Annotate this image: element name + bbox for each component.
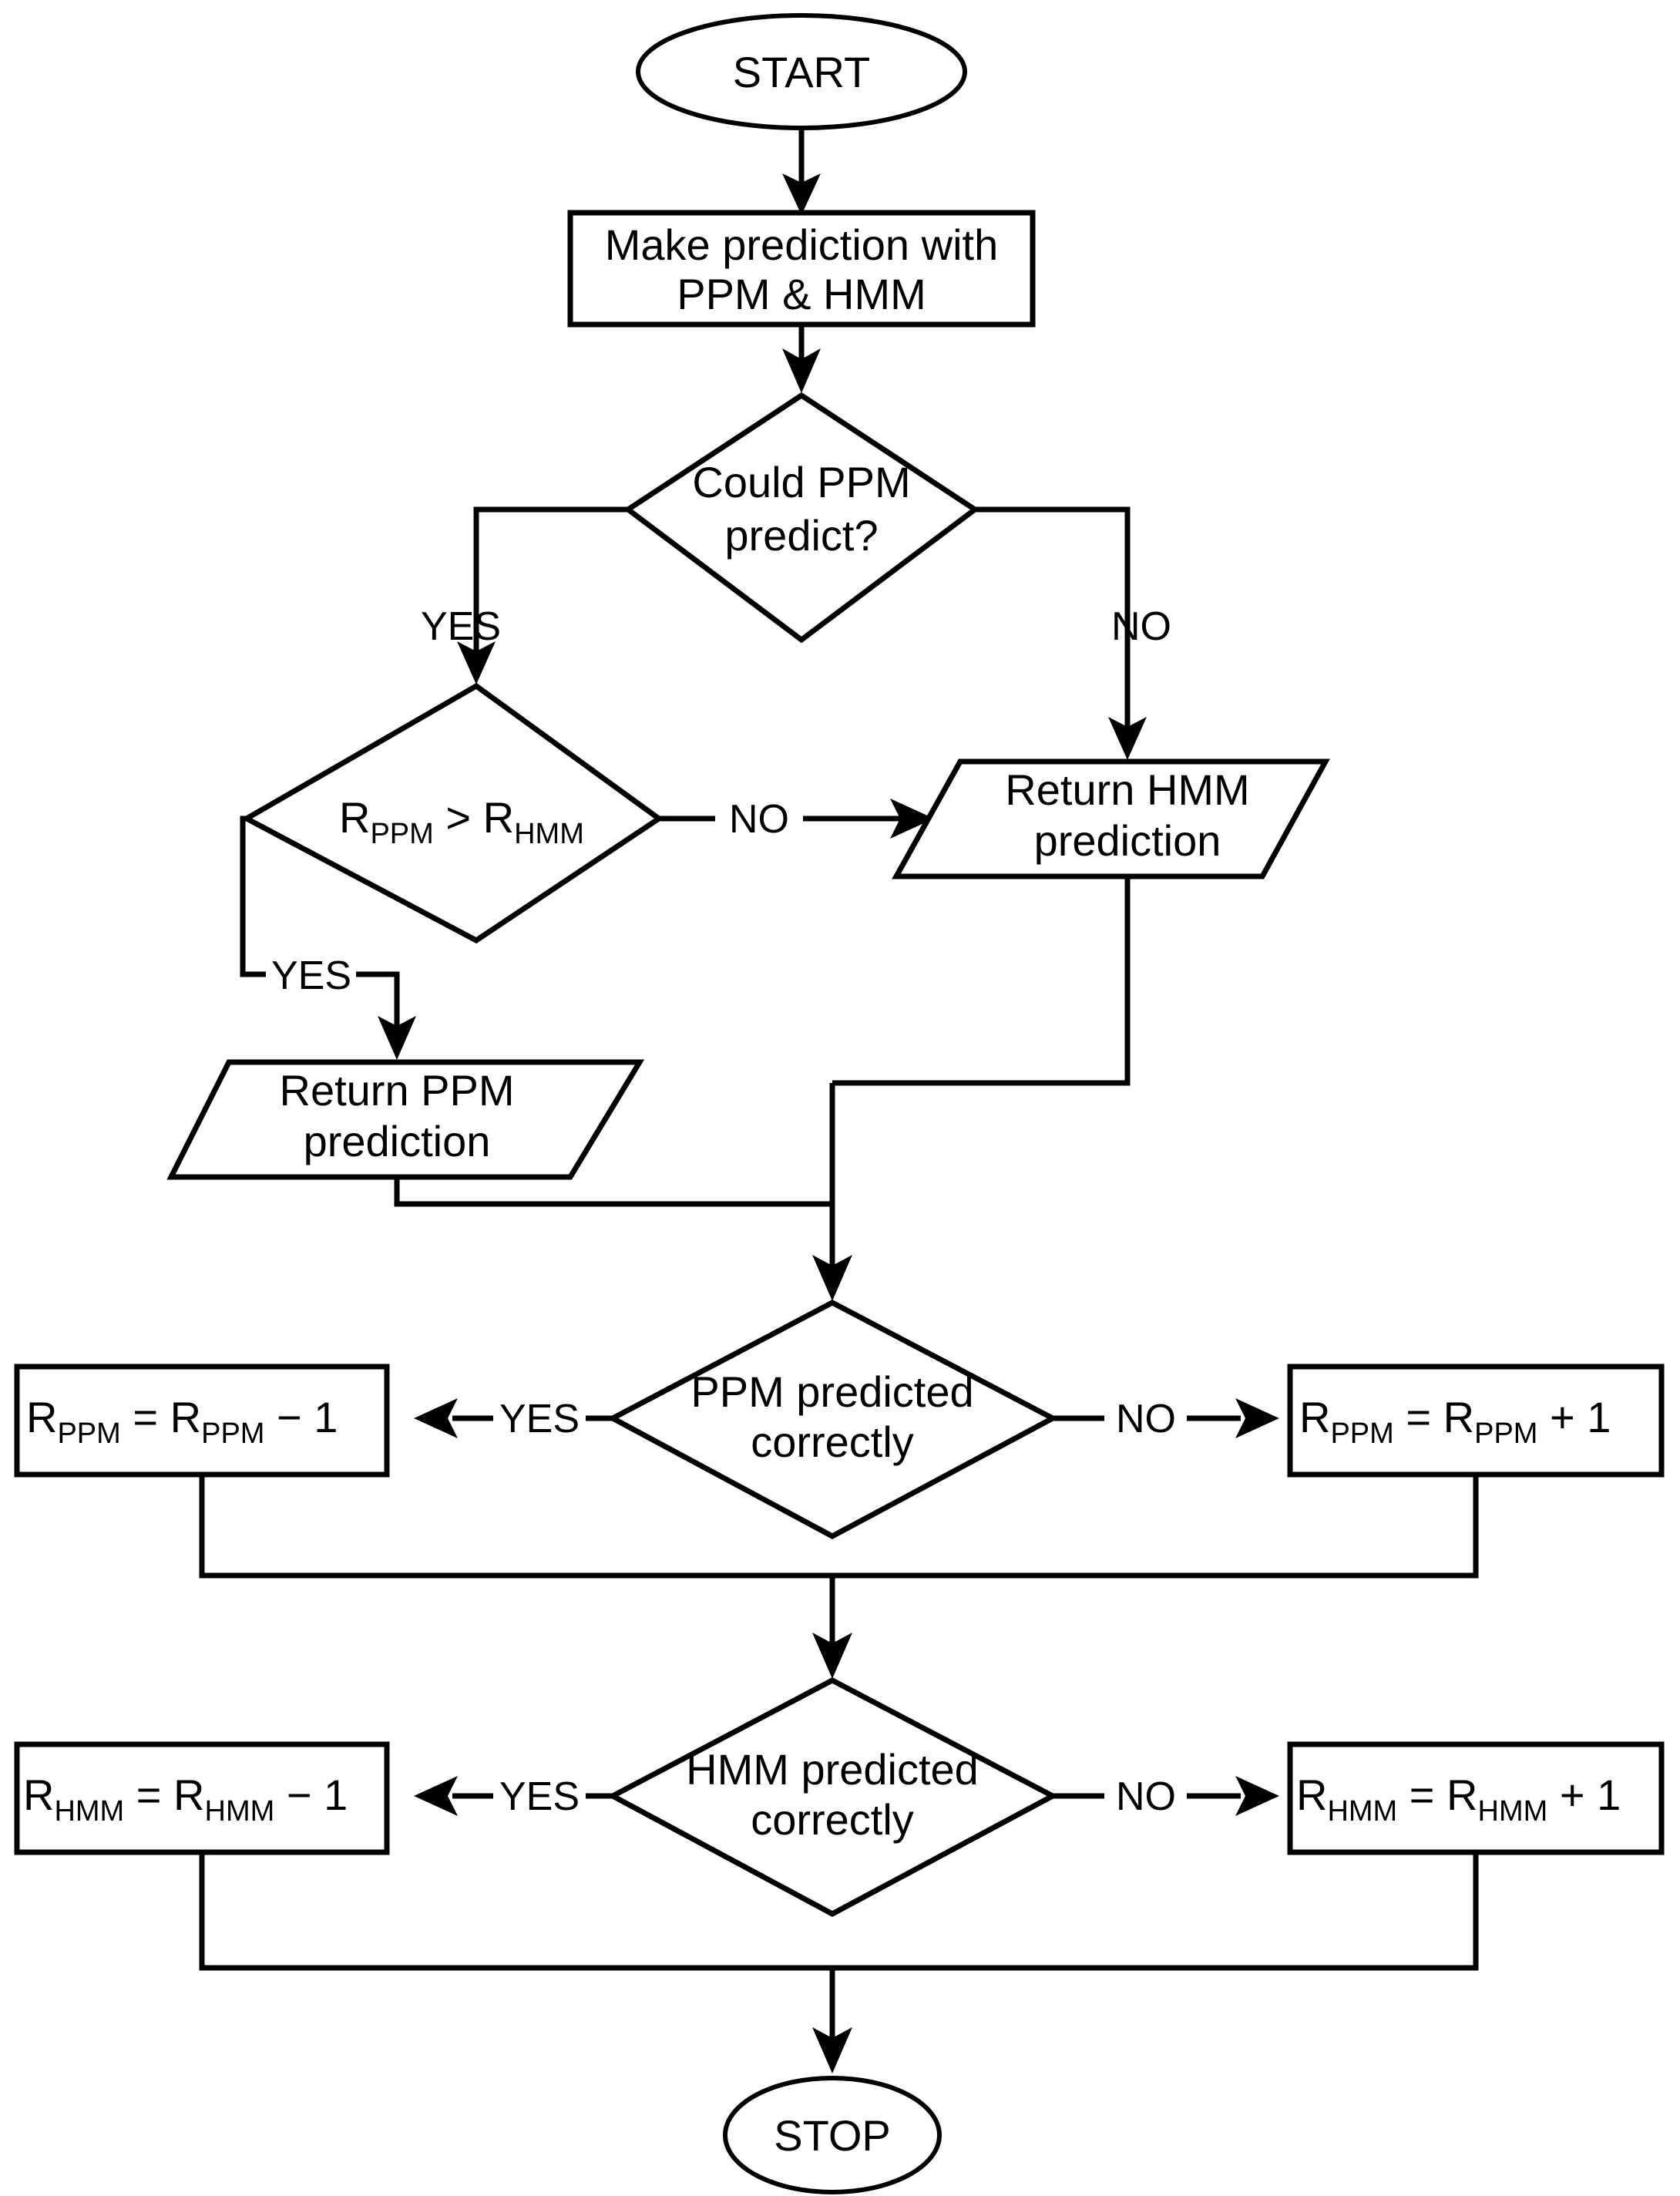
ppm-dec-operand: 1 bbox=[314, 1393, 338, 1441]
make-prediction-line1: Make prediction with bbox=[605, 220, 998, 269]
return-hmm-line1: Return HMM bbox=[1005, 765, 1249, 814]
ppm-inc-op: + bbox=[1550, 1393, 1575, 1441]
hmm-inc-base-b: R bbox=[1446, 1771, 1477, 1819]
ppm-inc-sub-a: PPM bbox=[1330, 1417, 1393, 1450]
edge-spine-to-hmm-correct bbox=[812, 1576, 852, 1679]
hmm-inc-operand: 1 bbox=[1597, 1771, 1621, 1819]
edge-label-ppm-correct-yes: YES bbox=[499, 1397, 580, 1441]
ppm-dec-base-b: R bbox=[170, 1393, 201, 1441]
edge-spine-to-stop bbox=[812, 1968, 852, 2073]
hmm-correct-line1: HMM predicted bbox=[686, 1745, 979, 1794]
compare-base-left: R bbox=[339, 793, 370, 842]
return-ppm-line1: Return PPM bbox=[280, 1066, 515, 1115]
hmm-dec-operand: 1 bbox=[324, 1771, 348, 1819]
node-could-ppm-predict[interactable]: Could PPM predict? bbox=[623, 392, 980, 644]
node-hmm-dec[interactable]: RHMM = RHMM − 1 bbox=[14, 1741, 390, 1855]
node-return-ppm[interactable]: Return PPM prediction bbox=[166, 1059, 645, 1180]
node-stop[interactable]: STOP bbox=[723, 2076, 942, 2194]
ppm-correct-line2: correctly bbox=[751, 1417, 914, 1466]
hmm-inc-sub-a: HMM bbox=[1327, 1795, 1397, 1828]
edge-return-hmm-to-merge bbox=[832, 876, 1131, 1086]
node-ppm-dec[interactable]: RPPM = RPPM − 1 bbox=[14, 1364, 390, 1478]
edge-ppm-correct-no bbox=[1053, 1398, 1279, 1438]
edge-could-ppm-yes bbox=[457, 506, 628, 684]
hmm-dec-sub-a: HMM bbox=[54, 1795, 124, 1828]
node-return-hmm[interactable]: Return HMM prediction bbox=[892, 758, 1330, 879]
hmm-dec-op: − bbox=[287, 1771, 312, 1819]
ppm-inc-base-a: R bbox=[1299, 1393, 1330, 1441]
start-label: START bbox=[733, 48, 870, 96]
edge-hmm-inc-to-spine bbox=[832, 1852, 1479, 1971]
edge-label-hmm-correct-yes: YES bbox=[499, 1774, 580, 1819]
ppm-correct-line1: PPM predicted bbox=[690, 1367, 973, 1416]
edge-ppm-dec-to-spine bbox=[199, 1475, 832, 1579]
could-ppm-predict-line1: Could PPM bbox=[692, 458, 910, 506]
node-start[interactable]: START bbox=[636, 13, 967, 130]
ppm-dec-op: − bbox=[277, 1393, 302, 1441]
edge-label-compare-yes: YES bbox=[271, 953, 351, 998]
edge-label-compare-no: NO bbox=[729, 797, 789, 842]
node-ppm-correct[interactable]: PPM predicted correctly bbox=[606, 1300, 1059, 1539]
ppm-dec-base-a: R bbox=[26, 1393, 57, 1441]
compare-base-right: R bbox=[483, 793, 514, 842]
stop-label: STOP bbox=[774, 2111, 890, 2160]
node-hmm-correct[interactable]: HMM predicted correctly bbox=[606, 1677, 1059, 1917]
make-prediction-line2: PPM & HMM bbox=[677, 270, 926, 318]
node-make-prediction[interactable]: Make prediction with PPM & HMM bbox=[567, 210, 1036, 328]
compare-ranks-expression: RPPM > RHMM bbox=[339, 793, 584, 850]
ppm-dec-eq: = bbox=[133, 1393, 158, 1441]
edge-ppm-inc-to-spine bbox=[832, 1475, 1479, 1579]
edge-label-ppm-correct-no: NO bbox=[1116, 1397, 1176, 1441]
node-compare-ranks[interactable]: RPPM > RHMM bbox=[240, 682, 664, 944]
hmm-inc-expression: RHMM = RHMM + 1 bbox=[1296, 1771, 1621, 1828]
ppm-dec-sub-b: PPM bbox=[201, 1417, 264, 1450]
node-ppm-inc[interactable]: RPPM = RPPM + 1 bbox=[1287, 1364, 1665, 1478]
edge-merge-to-ppm-correct bbox=[812, 1083, 852, 1301]
hmm-dec-base-b: R bbox=[173, 1771, 204, 1819]
ppm-dec-expression: RPPM = RPPM − 1 bbox=[26, 1393, 338, 1450]
hmm-dec-expression: RHMM = RHMM − 1 bbox=[23, 1771, 348, 1828]
edge-label-hmm-correct-no: NO bbox=[1116, 1774, 1176, 1819]
hmm-dec-sub-b: HMM bbox=[205, 1795, 275, 1828]
edge-start-to-make-prediction bbox=[782, 128, 821, 215]
hmm-inc-sub-b: HMM bbox=[1478, 1795, 1548, 1828]
hmm-dec-eq: = bbox=[136, 1771, 162, 1819]
hmm-inc-op: + bbox=[1560, 1771, 1585, 1819]
hmm-inc-base-a: R bbox=[1296, 1771, 1327, 1819]
edge-could-ppm-no bbox=[975, 506, 1147, 760]
could-ppm-predict-line2: predict? bbox=[724, 511, 878, 560]
hmm-correct-line2: correctly bbox=[751, 1795, 914, 1844]
ppm-inc-expression: RPPM = RPPM + 1 bbox=[1299, 1393, 1611, 1450]
edge-label-could-ppm-yes: YES bbox=[421, 604, 501, 649]
edge-label-could-ppm-no: NO bbox=[1111, 604, 1171, 649]
ppm-dec-sub-a: PPM bbox=[57, 1417, 120, 1450]
edge-make-prediction-to-could-ppm bbox=[782, 325, 821, 393]
ppm-inc-eq: = bbox=[1406, 1393, 1431, 1441]
hmm-inc-eq: = bbox=[1410, 1771, 1435, 1819]
return-hmm-line2: prediction bbox=[1034, 816, 1221, 865]
compare-operator: > bbox=[445, 793, 471, 842]
edge-return-ppm-to-merge bbox=[394, 1177, 832, 1207]
ppm-inc-base-b: R bbox=[1443, 1393, 1474, 1441]
node-hmm-inc[interactable]: RHMM = RHMM + 1 bbox=[1287, 1741, 1665, 1855]
ppm-inc-sub-b: PPM bbox=[1474, 1417, 1537, 1450]
hmm-dec-base-a: R bbox=[23, 1771, 54, 1819]
edge-compare-no bbox=[659, 799, 934, 839]
edge-hmm-correct-no bbox=[1053, 1776, 1279, 1816]
edge-hmm-dec-to-spine bbox=[199, 1852, 832, 1971]
compare-sub-left: PPM bbox=[370, 818, 433, 850]
ppm-inc-operand: 1 bbox=[1587, 1393, 1611, 1441]
compare-sub-right: HMM bbox=[514, 818, 584, 850]
return-ppm-line2: prediction bbox=[304, 1117, 491, 1165]
